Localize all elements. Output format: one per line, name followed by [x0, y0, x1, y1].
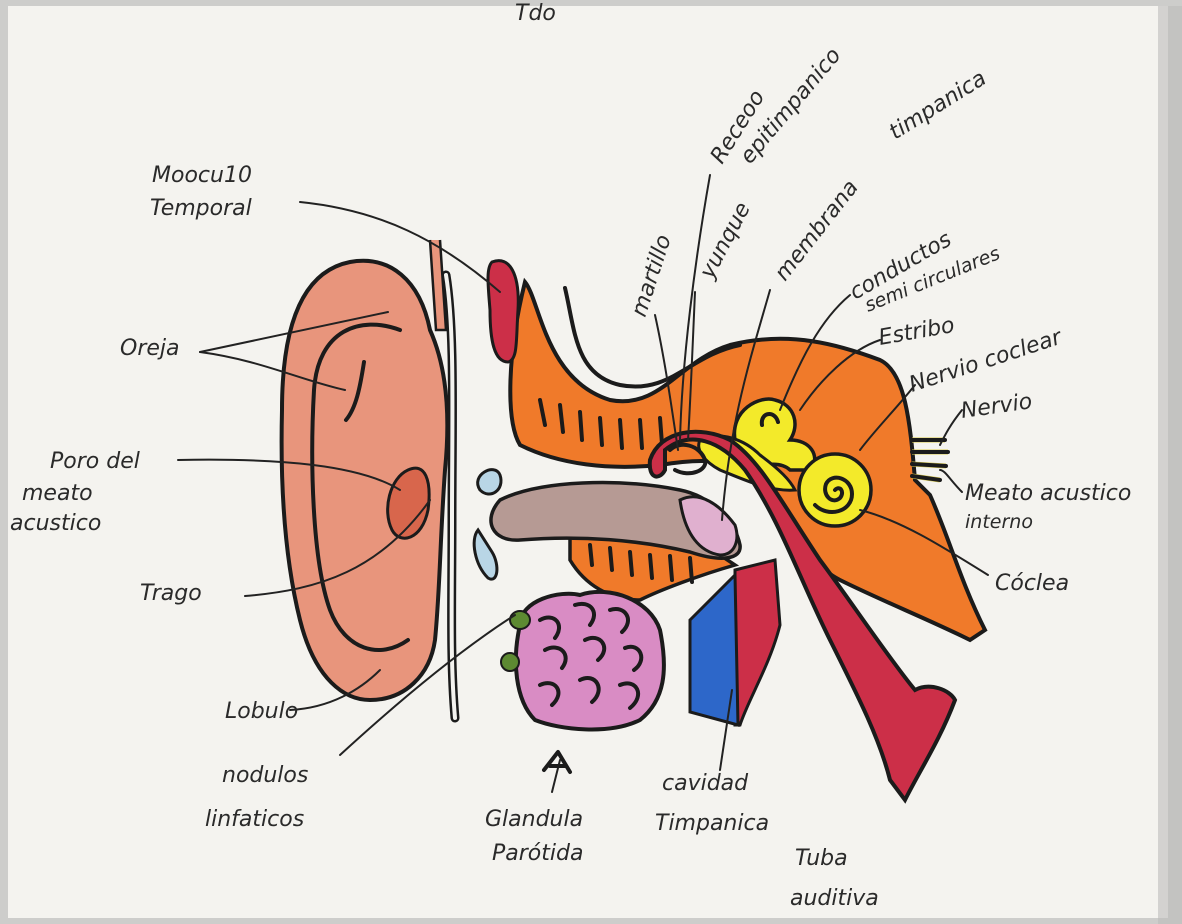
label-glandula-2: Parótida: [492, 841, 583, 866]
paper-shadow: [1158, 6, 1182, 924]
label-cavidad-2: Timpanica: [655, 811, 769, 836]
temporal-muscle: [488, 261, 518, 362]
label-tuba-2: auditiva: [790, 886, 879, 911]
label-glandula-1: Glandula: [485, 807, 583, 832]
label-oreja: Oreja: [120, 336, 180, 361]
label-meato-interno-2: interno: [965, 511, 1033, 533]
label-poro-2: meato: [22, 481, 93, 506]
label-top-partial: Tdo: [515, 1, 556, 26]
label-musculo-2: Temporal: [150, 196, 252, 221]
auricle: [282, 240, 448, 700]
label-coclea: Cóclea: [995, 571, 1069, 596]
label-nodulos-1: nodulos: [222, 763, 308, 788]
label-poro-3: acustico: [10, 511, 101, 536]
label-tuba-1: Tuba: [795, 846, 848, 871]
label-poro-1: Poro del: [50, 449, 140, 474]
label-musculo-1: Moocu10: [152, 163, 252, 188]
label-meato-interno-1: Meato acustico: [965, 481, 1131, 506]
cartilage-upper: [478, 470, 501, 494]
label-trago: Trago: [140, 581, 202, 606]
lymph-node-2: [501, 653, 519, 671]
lymph-node-1: [510, 611, 530, 629]
label-nodulos-2: linfaticos: [205, 807, 304, 832]
parotid-gland: [516, 592, 664, 730]
label-cavidad-1: cavidad: [662, 771, 749, 796]
label-lobulo: Lobulo: [225, 699, 298, 724]
